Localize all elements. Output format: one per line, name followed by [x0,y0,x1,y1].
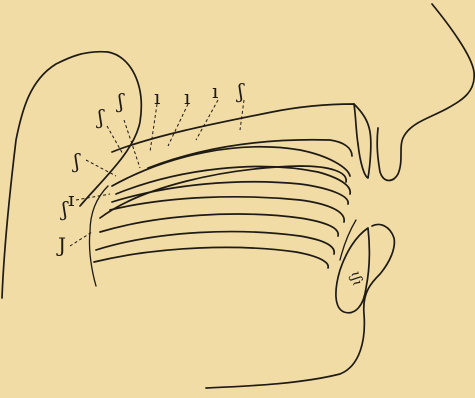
symbol-label-10: J [56,233,66,257]
symbol-label-5: ı [212,79,218,103]
tongue-curve-6 [100,214,338,236]
upper-lip-outline [377,4,474,181]
symbol-label-3: ı [154,85,160,109]
lower-jaw-outline [206,225,394,389]
leader-line-3 [150,104,157,152]
tongue-curve-8 [94,247,328,268]
tongue-curve-5 [110,197,344,222]
leader-line-9 [70,232,92,246]
leader-line-6 [240,100,244,130]
leader-line-4 [168,104,188,146]
upper-teeth-outline [354,104,371,178]
symbol-label-4: ı [184,85,190,109]
tongue-curve-3 [116,167,350,194]
leader-line-5 [196,100,218,140]
lower-tooth-outline [340,220,356,260]
leader-line-7 [86,160,116,176]
leader-line-8 [76,194,110,200]
tongue-curve-4 [112,182,348,204]
symbol-label-8: ɪ [68,187,74,211]
symbol-label-6: ʃ [236,79,245,103]
tongue-curve-7 [96,232,334,254]
tongue-curve-9 [148,140,352,168]
lip-symbols-label: ɩʃɩ [347,270,365,287]
symbol-label-7: ʃ [72,149,81,173]
pharynx-line [89,186,108,286]
symbol-label-2: ʃ [116,89,125,113]
symbol-label-1: ʃ [96,105,105,129]
